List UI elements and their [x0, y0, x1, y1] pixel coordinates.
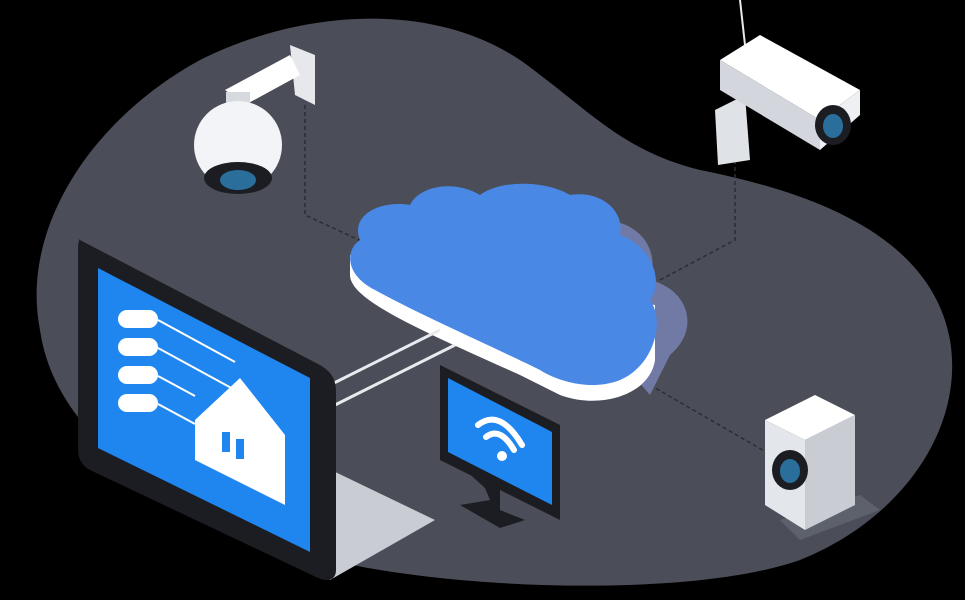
cloud-icon: [350, 183, 688, 401]
server-icon: [118, 310, 158, 412]
connection-lines: [304, 105, 781, 461]
monitor-icon: [440, 365, 560, 528]
dome-camera-icon: [194, 45, 315, 194]
house-icon: [195, 378, 285, 505]
bullet-camera-icon: [715, 0, 860, 165]
tablet-icon: [78, 239, 435, 580]
box-camera-icon: [765, 395, 880, 540]
wifi-icon: [475, 416, 525, 453]
cables: [329, 328, 456, 407]
